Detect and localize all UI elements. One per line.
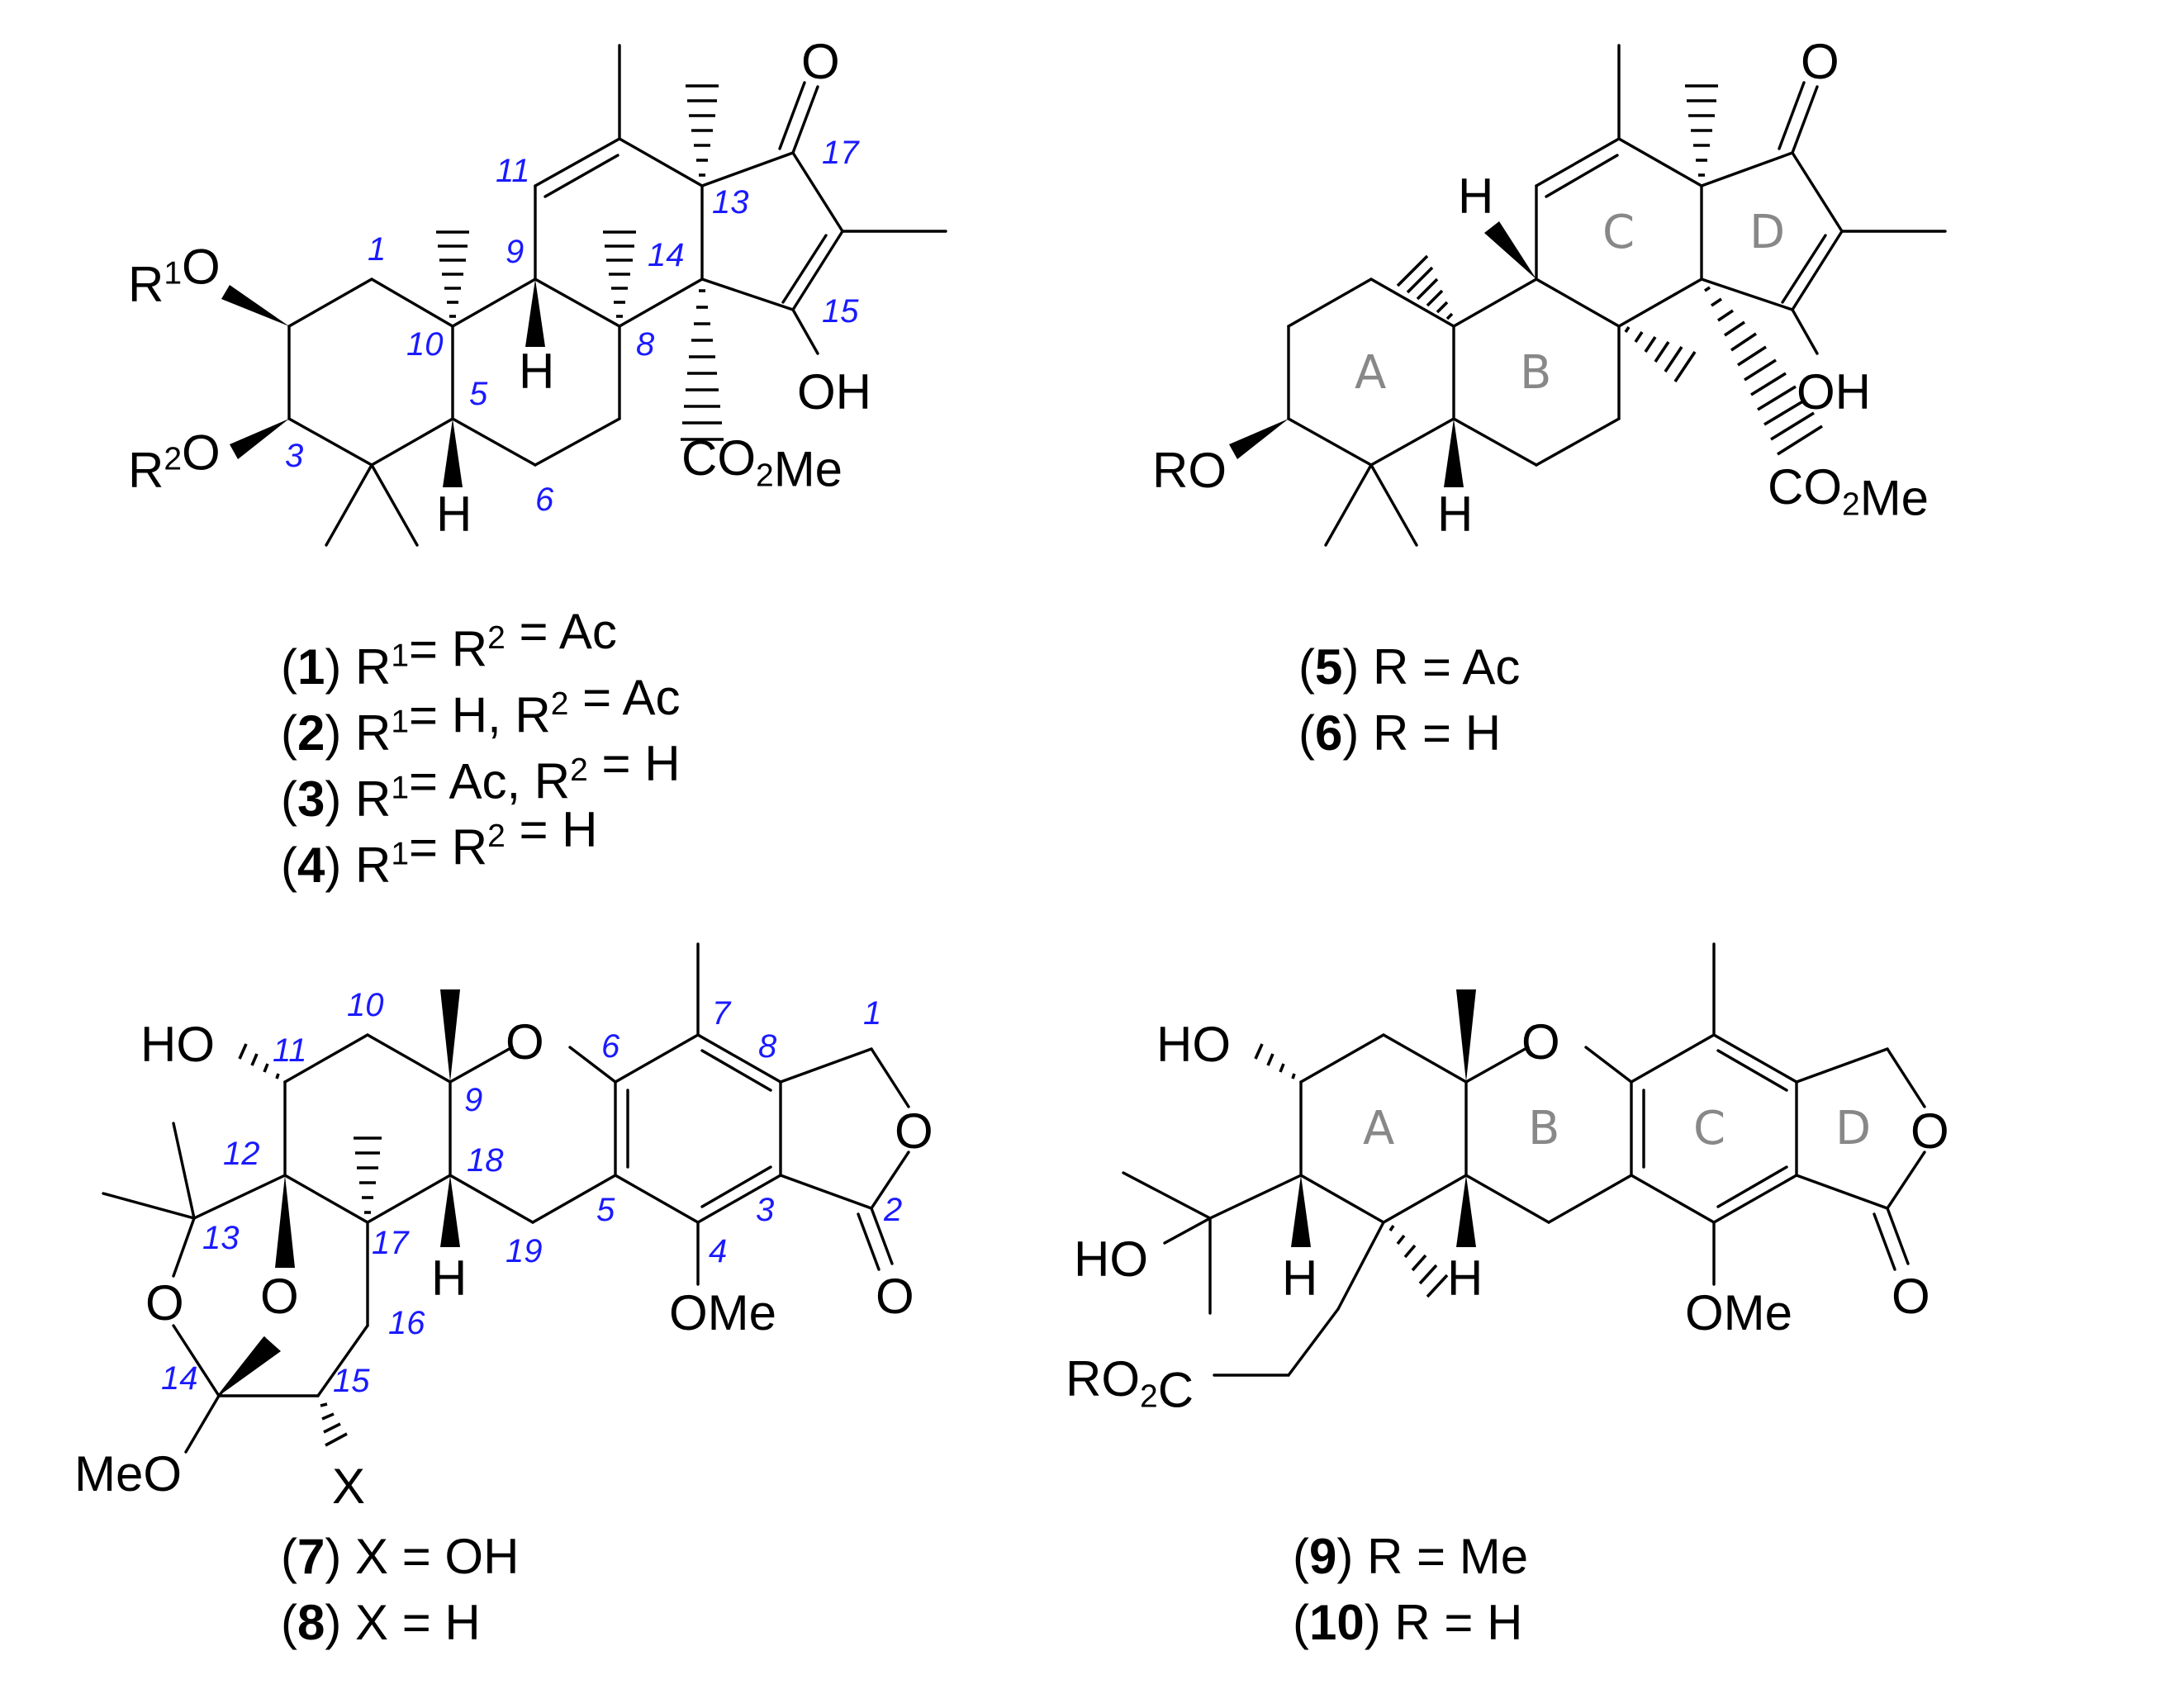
s7-ketal-oxygen-12: O	[260, 1269, 299, 1324]
s5-bonds	[1287, 44, 1947, 547]
s1-h9-label: H	[519, 344, 554, 399]
s1-num-13: 13	[712, 184, 749, 221]
s5-ring-b-label: B	[1520, 346, 1551, 400]
s9-carbonyl-oxygen: O	[1892, 1269, 1930, 1324]
caption-5: (5) R = Ac	[1298, 639, 1520, 695]
s7-num-16: 16	[388, 1305, 425, 1341]
s7-ketal-oxygen-13: O	[145, 1275, 184, 1331]
s5-captions: (5) R = Ac (6) R = H	[1298, 639, 1520, 761]
s1-num-3: 3	[285, 438, 303, 474]
s9-pyran-oxygen: O	[1521, 1014, 1560, 1070]
s9-lactone-oxygen: O	[1911, 1103, 1949, 1159]
s7-x-label: X	[332, 1459, 365, 1514]
s9-ring-a-label: A	[1363, 1102, 1394, 1155]
structure-9-10: HO HO O O O OMe H H RO2C A B C D (9) R =…	[1066, 942, 1949, 1650]
s7-meo-label: MeO	[74, 1446, 182, 1502]
s9-ring-b-label: B	[1528, 1102, 1559, 1155]
s7-num-5: 5	[596, 1192, 615, 1228]
s5-hashed-bonds	[1396, 84, 1823, 456]
s7-ho-label: HO	[140, 1017, 215, 1072]
s5-wedges	[1229, 221, 1536, 487]
s1-r1o-label: R1O	[128, 240, 221, 312]
s1-num-5: 5	[469, 376, 488, 412]
s7-num-12: 12	[223, 1136, 260, 1172]
caption-10: (10) R = H	[1293, 1595, 1522, 1650]
s1-num-8: 8	[636, 326, 655, 363]
s9-ro2c-label: RO2C	[1066, 1351, 1194, 1418]
s7-lactone-oxygen: O	[895, 1103, 933, 1159]
s9-h18-label: H	[1447, 1250, 1483, 1306]
s7-num-8: 8	[758, 1028, 777, 1065]
s5-carbonyl-oxygen: O	[1801, 34, 1839, 89]
s7-num-7: 7	[712, 995, 732, 1032]
s5-hydroxyl-label: OH	[1797, 364, 1871, 420]
structure-7-8: HO O O O O O MeO OMe X H 1 2 3 4 5 6 7 8…	[74, 942, 933, 1650]
caption-6: (6) R = H	[1298, 705, 1501, 761]
s1-num-9: 9	[506, 234, 524, 270]
s7-num-15: 15	[333, 1363, 370, 1399]
s7-pyran-oxygen: O	[506, 1014, 544, 1070]
caption-1: (1) R1= R2 = Ac	[281, 604, 617, 695]
structure-5-6: RO H H O OH CO2Me A B C D (5) R = Ac (6)…	[1152, 34, 1947, 761]
s1-h5-label: H	[436, 486, 472, 542]
s9-bonds	[1122, 942, 1926, 1377]
s9-wedges	[1291, 989, 1476, 1247]
s7-ome-label: OMe	[669, 1285, 776, 1340]
s1-hashed-bonds	[436, 84, 724, 441]
s5-h9-label: H	[1458, 168, 1493, 224]
s9-ho2-label: HO	[1074, 1231, 1148, 1287]
s1-carbonyl-oxygen: O	[801, 34, 840, 89]
s1-num-14: 14	[648, 237, 685, 273]
s9-captions: (9) R = Me (10) R = H	[1293, 1529, 1528, 1650]
s7-num-6: 6	[601, 1028, 620, 1065]
s1-wedges	[221, 279, 545, 487]
caption-7: (7) X = OH	[281, 1529, 519, 1584]
s7-num-10: 10	[347, 987, 384, 1023]
s5-ester-label: CO2Me	[1768, 459, 1929, 526]
s7-num-14: 14	[161, 1360, 198, 1397]
s1-ester-label: CO2Me	[681, 430, 843, 497]
s9-ring-c-label: C	[1693, 1102, 1725, 1155]
s7-num-17: 17	[372, 1225, 410, 1261]
s5-ring-a-label: A	[1355, 346, 1386, 400]
s9-ho-label: HO	[1156, 1017, 1231, 1072]
s1-num-17: 17	[822, 135, 860, 171]
structure-1-4: R1O R2O H H O OH CO2Me 1 3 5 6 8 9 10 11…	[128, 34, 947, 893]
caption-9: (9) R = Me	[1293, 1529, 1528, 1584]
s9-h12-label: H	[1282, 1250, 1317, 1306]
s1-r2o-label: R2O	[128, 425, 221, 498]
s7-num-13: 13	[202, 1220, 240, 1256]
s1-num-6: 6	[535, 482, 554, 518]
s9-hashed-bonds	[1254, 1043, 1449, 1298]
s1-captions: (1) R1= R2 = Ac (2) R1= H, R2 = Ac (3) R…	[281, 604, 681, 893]
s7-captions: (7) X = OH (8) X = H	[281, 1529, 519, 1650]
caption-8: (8) X = H	[281, 1595, 481, 1650]
s7-num-1: 1	[863, 995, 881, 1032]
s7-num-4: 4	[709, 1233, 727, 1269]
s1-num-10: 10	[406, 326, 444, 363]
s7-hashed-bonds	[238, 1043, 382, 1447]
s1-hydroxyl-label: OH	[797, 364, 871, 420]
s5-h5-label: H	[1437, 486, 1473, 542]
s5-ring-c-label: C	[1602, 206, 1635, 259]
s9-ring-d-label: D	[1835, 1102, 1871, 1155]
s7-num-18: 18	[467, 1142, 504, 1179]
s7-bonds	[102, 942, 910, 1454]
s1-num-15: 15	[822, 293, 859, 330]
s5-ro-label: RO	[1152, 443, 1227, 498]
s7-wedges	[219, 989, 460, 1396]
s7-h18-label: H	[431, 1250, 467, 1306]
s7-num-2: 2	[883, 1192, 902, 1228]
s5-ring-d-label: D	[1749, 206, 1785, 259]
s7-num-19: 19	[506, 1233, 543, 1269]
s1-bonds	[287, 44, 947, 547]
s7-num-11: 11	[273, 1032, 307, 1069]
s9-ome-label: OMe	[1685, 1285, 1792, 1340]
s7-num-9: 9	[464, 1082, 482, 1118]
s7-num-3: 3	[756, 1192, 774, 1228]
s7-carbonyl-oxygen: O	[876, 1269, 914, 1324]
s1-num-1: 1	[368, 231, 386, 268]
s1-num-11: 11	[496, 153, 530, 189]
